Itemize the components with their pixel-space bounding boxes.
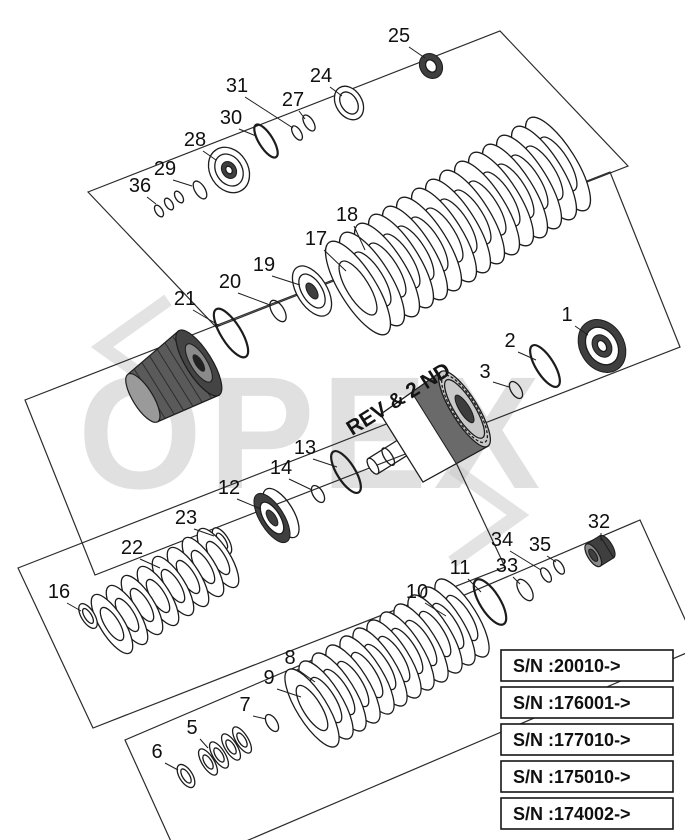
callout-24: 24	[310, 65, 332, 87]
frame-box-lower	[17, 406, 506, 729]
part-8-9-disc-stack	[274, 571, 500, 755]
callout-23: 23	[175, 507, 197, 529]
callouts: 25 24 27 31 30 28 29 36 18 17 19 20 21 1…	[48, 25, 610, 763]
part-24-race	[333, 85, 365, 121]
part-36-rings	[153, 190, 185, 218]
part-21-snap-ring	[212, 307, 250, 359]
frame-box-top	[86, 30, 630, 328]
part-27-ring	[302, 114, 316, 132]
callout-32: 32	[588, 511, 610, 533]
callout-33: 33	[496, 555, 518, 577]
callout-30: 30	[220, 107, 242, 129]
callout-2: 2	[504, 330, 515, 352]
callout-28: 28	[184, 129, 206, 151]
callout-13: 13	[294, 437, 316, 459]
callout-16: 16	[48, 581, 70, 603]
rev-2nd-clutch-drum	[366, 370, 491, 483]
callout-1: 1	[561, 304, 572, 326]
callout-9: 9	[263, 667, 274, 689]
callout-35: 35	[529, 534, 551, 556]
callout-25: 25	[388, 25, 410, 47]
callout-18: 18	[336, 204, 358, 226]
serial-row-text: S/N :177010->	[513, 730, 631, 750]
callout-8: 8	[284, 647, 295, 669]
part-34-ring	[539, 567, 553, 583]
callout-3: 3	[479, 361, 490, 383]
part-3-ring	[508, 380, 524, 400]
part-6-washer	[176, 763, 196, 789]
callout-34: 34	[491, 529, 513, 551]
callout-31: 31	[226, 75, 248, 97]
part-20-ring	[269, 299, 287, 323]
part-29-ring	[192, 180, 208, 200]
callout-22: 22	[121, 537, 143, 559]
callout-27: 27	[282, 89, 304, 111]
part-13-seal-ring	[330, 449, 362, 495]
part-30-snap-ring	[253, 123, 279, 159]
serial-row-text: S/N :176001->	[513, 693, 631, 713]
callout-36: 36	[129, 175, 151, 197]
part-16-washer	[78, 602, 98, 630]
part-14-ring	[310, 484, 326, 504]
part-33-ring	[516, 578, 534, 602]
clutch-hub	[125, 329, 223, 423]
callout-12: 12	[218, 477, 240, 499]
serial-row-text: S/N :175010->	[513, 767, 631, 787]
callout-20: 20	[219, 271, 241, 293]
part-7-ring	[264, 713, 280, 733]
serial-row-text: S/N :20010->	[513, 656, 621, 676]
callout-10: 10	[406, 581, 428, 603]
part-32-plug	[584, 534, 616, 568]
part-5-spring-stack	[194, 723, 256, 779]
serial-row-box	[500, 760, 674, 793]
callout-6: 6	[151, 741, 162, 763]
part-28-bearing	[207, 146, 251, 194]
serial-row-box	[500, 723, 674, 756]
callout-17: 17	[305, 228, 327, 250]
callout-5: 5	[186, 717, 197, 739]
part-19-retainer	[291, 265, 333, 317]
callout-11: 11	[450, 557, 471, 579]
serial-row-text: S/N :174002->	[513, 804, 631, 824]
part-35-ring	[552, 559, 566, 575]
frame-box-bottom	[124, 519, 685, 840]
serial-row-box	[500, 649, 674, 682]
serial-number-table: S/N :20010-> S/N :176001-> S/N :177010->…	[500, 649, 674, 830]
watermark-chevron-right-icon	[448, 462, 530, 568]
part-22-disc-stack	[83, 522, 247, 660]
part-31-ring	[290, 125, 304, 141]
leader-lines	[66, 46, 602, 771]
part-11-snap-ring	[472, 578, 508, 626]
callout-19: 19	[253, 254, 275, 276]
part-12-piston	[253, 487, 300, 544]
part-2-o-ring	[529, 343, 561, 389]
callout-29: 29	[154, 158, 176, 180]
part-1-bearing	[577, 319, 627, 373]
serial-row-box	[500, 797, 674, 830]
callout-21: 21	[174, 288, 196, 310]
part-17-18-disc-stack	[313, 108, 603, 344]
callout-7: 7	[239, 694, 250, 716]
callout-14: 14	[270, 457, 292, 479]
serial-row-box	[500, 686, 674, 719]
part-25-bearing	[418, 53, 444, 79]
